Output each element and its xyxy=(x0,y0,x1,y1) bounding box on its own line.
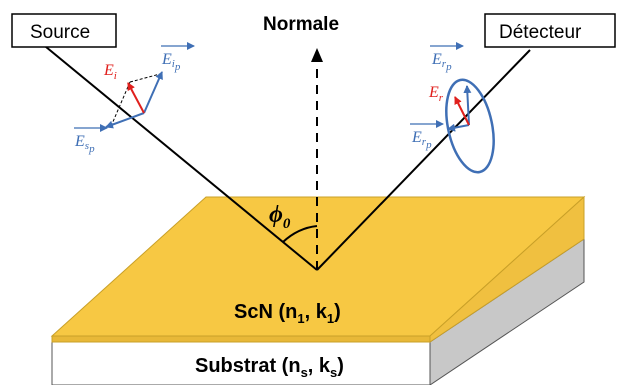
normal-label: Normale xyxy=(263,14,339,35)
incident-s-label: Esp xyxy=(74,124,108,155)
reflected-top-vector xyxy=(463,85,472,126)
angle-arc xyxy=(282,225,318,243)
reflected-p-vector xyxy=(447,123,470,132)
incident-s-vector xyxy=(105,112,145,129)
incident-e-label: Ei xyxy=(103,62,117,82)
reflected-field-vectors xyxy=(445,78,495,174)
reflected-e-label: Er xyxy=(428,84,444,104)
substrate-label: Substrat (ns, ks) xyxy=(195,355,344,380)
film-front xyxy=(51,335,431,343)
incident-p-dashed xyxy=(129,73,161,83)
detector-box: Détecteur xyxy=(484,13,616,48)
reflected-beam xyxy=(316,49,531,271)
incident-s-dashed xyxy=(111,81,131,125)
svg-text:Erp: Erp xyxy=(411,129,432,151)
reflected-e-vector xyxy=(454,96,470,126)
source-label: Source xyxy=(30,22,90,43)
substrate xyxy=(51,238,585,385)
film-side xyxy=(429,195,585,343)
incident-p-label: Eip xyxy=(161,42,195,73)
reflected-p-label: Erp xyxy=(410,120,444,151)
reflected-top-label: Erp xyxy=(430,42,464,73)
svg-text:Esp: Esp xyxy=(74,133,95,155)
incident-field-vectors xyxy=(105,71,163,129)
angle-label: ϕ0 xyxy=(269,202,291,232)
incident-e-vector xyxy=(127,82,145,114)
incident-p-vector xyxy=(143,71,163,114)
svg-text:Eip: Eip xyxy=(161,51,181,73)
film-label: ScN (n1, k1) xyxy=(234,301,341,326)
svg-text:Erp: Erp xyxy=(431,51,452,73)
incident-beam xyxy=(39,41,318,271)
source-box: Source xyxy=(11,13,117,48)
detector-label: Détecteur xyxy=(499,22,582,43)
